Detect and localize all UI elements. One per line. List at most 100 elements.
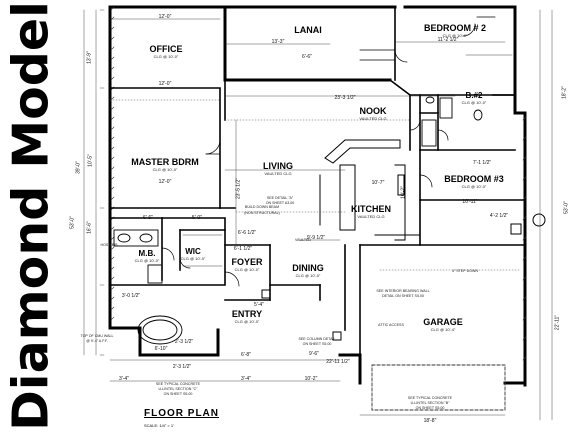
room-label-office: OFFICE [149, 44, 183, 54]
dimension-label: 12'-0" [158, 81, 172, 87]
dimension-label: 3'-0 1/2" [121, 293, 141, 299]
bath-fixtures [113, 96, 483, 345]
vertical-dimension-label: 53'-0" [563, 201, 570, 214]
model-title-text: Diamond Model [2, 1, 60, 431]
dimension-label: 12'-0" [158, 14, 172, 20]
plan-note: U-LINTEL SECTION "C" [158, 387, 198, 391]
dimension-label: 6'-8" [241, 352, 251, 358]
dimension-label: 9'-6" [309, 351, 319, 357]
room-ceiling-bedroom2: CLG @ 10'-0" [442, 33, 468, 38]
room-label-masterbdrm: MASTER BDRM [131, 157, 199, 167]
room-label-garage: GARAGE [423, 317, 463, 327]
dimension-label: 5'-0" [192, 215, 202, 221]
dimension-label: 9'-9 1/2" [306, 235, 326, 241]
dimension-lines [83, 9, 553, 421]
dimension-label: 6'-6 1/2" [237, 230, 257, 236]
room-ceiling-living: VAULTED CLG [264, 171, 292, 176]
room-ceiling-entry: CLG @ 10'-0" [234, 319, 260, 324]
plan-note: SEE TYPICAL CONCRETE [155, 382, 201, 386]
vertical-dimension-label: 18'-2" [561, 86, 568, 99]
vertical-dimension-label: 10'-5" [87, 154, 94, 167]
vertical-dimension-label: 16'-6" [86, 221, 93, 234]
plan-note: ON SHEET A3.00 [265, 201, 295, 205]
plan-note: ON SHEET S5.00 [415, 406, 445, 410]
dimension-label: 23'-3 1/2" [334, 95, 356, 101]
plan-note: VAULTED [294, 238, 312, 242]
garage-door [371, 364, 506, 411]
room-label-foyer: FOYER [231, 257, 263, 267]
vertical-dimension-label: 13'-9" [86, 51, 93, 64]
dimension-label: 10'-11" [462, 199, 478, 205]
room-label-living: LIVING [262, 161, 294, 171]
dimension-label: 2'-3 1/2" [174, 339, 194, 345]
dimension-label: 12'-0" [158, 179, 172, 185]
floor-plan-heading: FLOOR PLAN [144, 408, 219, 419]
scale-note: SCALE: 1/4" = 1' [144, 423, 174, 428]
plan-note: ON SHEET S5.00 [163, 392, 193, 396]
dimension-label: 5'-4" [254, 302, 264, 308]
wall-hatching [110, 6, 527, 361]
plan-note: SEE COLUMN DETAIL [298, 337, 336, 341]
door-swings [161, 16, 496, 287]
plan-note: ATTIC ACCESS [378, 323, 404, 327]
dimension-label: 22'-11 1/2" [326, 359, 350, 365]
dimension-label: 7'-1 1/2" [472, 160, 492, 166]
plan-note: 4" STEP DOWN [452, 269, 478, 273]
plan-note: (NON STRUCTURAL) [244, 211, 280, 215]
dimension-label: 4'-2 1/2" [489, 213, 509, 219]
dimension-label: 10'-7" [371, 180, 385, 186]
room-ceiling-dining: CLG @ 10'-0" [295, 273, 321, 278]
interior-walls [109, 6, 526, 356]
stair-dots [109, 99, 521, 271]
plan-note: @ 9'-4" A.F.F. [86, 339, 108, 343]
dimension-label: 6'-6" [143, 215, 153, 221]
room-ceiling-office: CLG @ 10'-0" [153, 54, 179, 59]
plan-note: HOSE BIB [100, 243, 118, 247]
plan-note: TOP OF CMU WALL [80, 334, 114, 338]
room-label-wic: WIC [185, 247, 201, 256]
dimension-label: 10'-2" [304, 376, 318, 382]
exterior-walls [108, 5, 527, 387]
room-ceiling-nook: VAULTED CLG [359, 116, 387, 121]
room-label-bedroom3: BEDROOM #3 [444, 174, 504, 184]
room-label-bedroom2: BEDROOM # 2 [423, 23, 487, 33]
dimension-label: 6'-6" [302, 54, 312, 60]
vertical-dimension-label: 23'-5 1/2" [235, 177, 242, 200]
vertical-dimension-label: 22'-11" [554, 314, 561, 331]
plan-note: U-LINTEL SECTION "B" [410, 401, 450, 405]
plan-note: SEE DETAIL "A" [266, 196, 294, 200]
dimension-label: 2'-3 1/2" [172, 364, 192, 370]
room-label-entry: ENTRY [231, 309, 263, 319]
room-ceiling-mb: CLG @ 10'-0" [134, 258, 160, 263]
dimension-label: 13'-3" [271, 39, 285, 45]
plan-note: DETAIL ON SHEET S5.00 [382, 294, 424, 298]
room-ceiling-kitchen: VAULTED CLG [357, 214, 385, 219]
plan-note: BUILD DOWN BEAM [244, 205, 280, 209]
room-label-kitchen: KITCHEN [351, 204, 391, 214]
room-ceiling-garage: CLG @ 10'-4" [430, 327, 456, 332]
room-ceiling-bath2: CLG @ 10'-0" [461, 100, 487, 105]
vertical-dimension-label: 53'-0" [69, 216, 76, 229]
room-label-bath2: B.#2 [465, 91, 483, 100]
dimension-label: 6'-1 1/2" [233, 246, 253, 252]
room-label-dining: DINING [292, 263, 324, 273]
dimension-label: 6'-10" [154, 346, 168, 352]
kitchen-counters [319, 139, 421, 241]
room-ceiling-wic: CLG @ 10'-0" [180, 256, 206, 261]
room-label-nook: NOOK [359, 106, 387, 116]
plan-note: SEE TYPICAL CONCRETE [407, 396, 453, 400]
vertical-dimension-label: 39'-0" [75, 161, 82, 174]
plan-note: ON SHEET S5.00 [302, 342, 332, 346]
dimension-label: 3'-4" [241, 376, 251, 382]
room-ceiling-foyer: CLG @ 10'-0" [234, 267, 260, 272]
dimension-label: 11'-2 1/2" [437, 37, 459, 43]
dimension-label: 3'-4" [119, 376, 129, 382]
vertical-dimension-label: 10'-2" [400, 186, 407, 199]
room-ceiling-bedroom3: CLG @ 10'-0" [461, 184, 487, 189]
plan-note: SEE INTERIOR BEARING WALL [376, 289, 430, 293]
column [261, 213, 546, 341]
room-ceiling-masterbdrm: CLG @ 10'-0" [152, 167, 178, 172]
room-label-lanai: LANAI [294, 25, 322, 35]
